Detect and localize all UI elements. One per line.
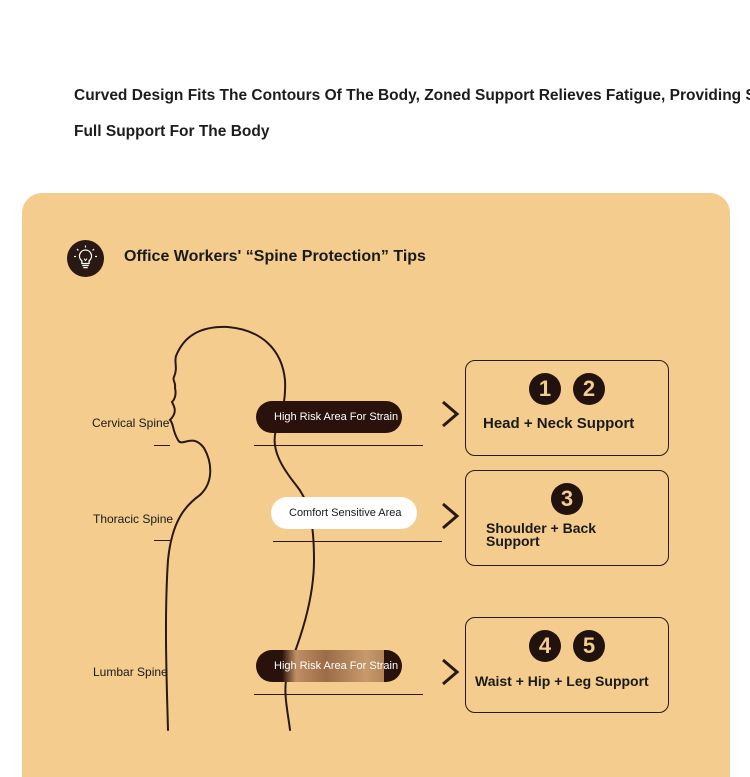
waist-area-underline [254,694,423,695]
back-comfort-area-pill: Comfort Sensitive Area [271,497,417,529]
headline-line-1: Curved Design Fits The Contours Of The B… [74,87,750,104]
chevron-right-icon [442,400,460,428]
lumbar-spine-label: Lumbar Spine [93,665,168,679]
chevron-right-icon [442,658,460,686]
neck-area-underline [254,445,423,446]
waist-risk-area-pill: High Risk Area For Strain [256,650,402,682]
headline-line-2: Full Support For The Body [74,123,270,140]
thoracic-spine-label: Thoracic Spine [93,512,174,526]
card-label: Head + Neck Support [483,415,635,432]
chevron-right-icon [442,502,460,530]
zone-number-badge: 3 [551,483,583,515]
lightbulb-icon [67,240,104,277]
card-label: Shoulder + Back Support [486,520,597,549]
card-label: Waist + Hip + Leg Support [475,673,649,689]
back-area-underline [273,541,442,542]
shoulder-back-support-card: 3 Shoulder + Back Support [465,470,669,566]
cervical-spine-marker [154,445,170,446]
zone-number-badge: 5 [573,630,605,662]
tips-title: Office Workers' “Spine Protection” Tips [124,248,426,265]
zone-number-badge: 2 [573,373,605,405]
cervical-spine-label: Cervical Spine [92,416,170,430]
zone-number-badge: 1 [529,373,561,405]
thoracic-spine-marker [154,540,170,541]
zone-number-badge: 4 [529,630,561,662]
headline: Curved Design Fits The Contours Of The B… [74,78,750,150]
zone-numbers: 3 [466,483,668,515]
neck-risk-area-pill: High Risk Area For Strain [256,401,402,433]
